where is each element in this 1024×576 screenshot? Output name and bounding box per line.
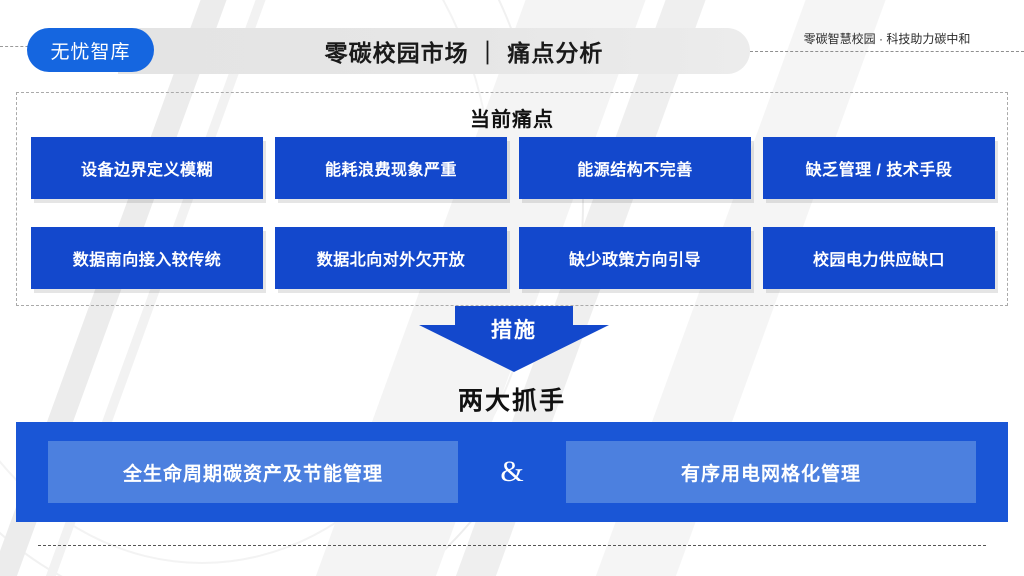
pain-point-label: 数据北向对外欠开放 [316,252,466,269]
pain-point-label: 校园电力供应缺口 [812,252,945,269]
pain-point-label: 能源结构不完善 [577,162,693,179]
handle-card-right[interactable]: 有序用电网格化管理 [566,441,976,503]
pain-point-label: 缺乏管理 / 技术手段 [805,162,953,179]
logo-badge: 无忧智库 [27,28,154,72]
pain-point-card[interactable]: 缺乏管理 / 技术手段 [763,137,995,199]
pain-point-card[interactable]: 设备边界定义模糊 [31,137,263,199]
logo-label: 无忧智库 [50,41,131,63]
ampersand-connector: & [500,455,524,488]
measures-down-arrow: 措施 [419,306,609,372]
header-tagline: 零碳智慧校园 · 科技助力碳中和 [803,32,971,46]
pain-point-card[interactable]: 缺少政策方向引导 [519,227,751,289]
header-dashed-rule-right [750,51,1024,52]
handles-bar: 全生命周期碳资产及节能管理 & 有序用电网格化管理 [16,422,1008,522]
slide-header: 零碳校园市场 ｜ 痛点分析 无忧智库 零碳智慧校园 · 科技助力碳中和 [0,0,1024,90]
pain-point-card[interactable]: 能源结构不完善 [519,137,751,199]
pain-point-label: 能耗浪费现象严重 [324,162,457,179]
handle-card-left[interactable]: 全生命周期碳资产及节能管理 [48,441,458,503]
title-bar: 零碳校园市场 ｜ 痛点分析 [118,28,750,74]
pain-point-label: 数据南向接入较传统 [72,252,222,269]
pain-points-heading: 当前痛点 [470,109,554,131]
pain-point-label: 缺少政策方向引导 [568,252,701,269]
pain-point-card[interactable]: 数据南向接入较传统 [31,227,263,289]
pain-points-section: 当前痛点 设备边界定义模糊 能耗浪费现象严重 能源结构不完善 缺乏管理 / 技术… [16,92,1008,306]
page-title: 零碳校园市场 ｜ 痛点分析 [324,40,604,66]
handle-label-left: 全生命周期碳资产及节能管理 [122,463,383,485]
footer-dashed-rule [38,545,986,546]
pain-points-row: 数据南向接入较传统 数据北向对外欠开放 缺少政策方向引导 校园电力供应缺口 [31,227,995,289]
pain-point-label: 设备边界定义模糊 [80,162,213,179]
pain-point-card[interactable]: 能耗浪费现象严重 [275,137,507,199]
pain-point-card[interactable]: 数据北向对外欠开放 [275,227,507,289]
down-arrow-icon [419,306,609,372]
handles-heading: 两大抓手 [457,387,566,415]
handle-label-right: 有序用电网格化管理 [680,463,861,485]
pain-points-row: 设备边界定义模糊 能耗浪费现象严重 能源结构不完善 缺乏管理 / 技术手段 [31,137,995,199]
pain-point-card[interactable]: 校园电力供应缺口 [763,227,995,289]
